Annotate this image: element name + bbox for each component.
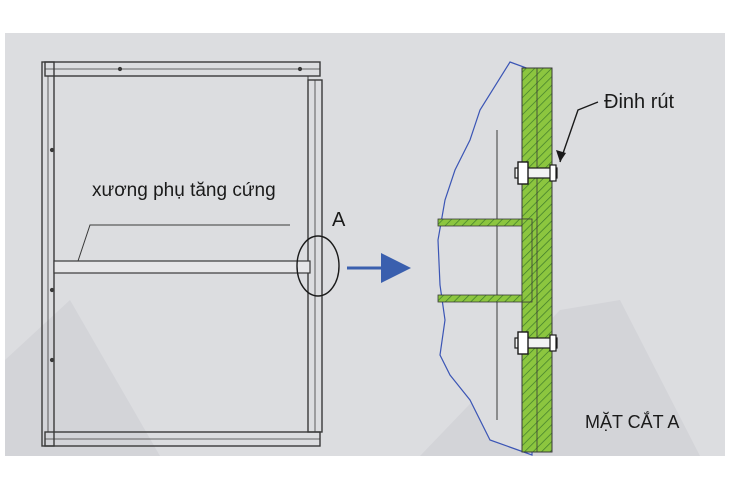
rivet-label: Đinh rút [604, 91, 674, 113]
stiffener-bar [53, 260, 311, 274]
section-break-outline [437, 61, 533, 456]
detail-marker-label: A [332, 209, 346, 231]
stiffener-profile [437, 218, 533, 303]
panel-frame [41, 61, 323, 447]
rivet-bottom [514, 331, 558, 355]
watermark-shape [5, 300, 160, 456]
stiffener-label: xương phụ tăng cứng [92, 180, 276, 201]
rivet-leader-arrowhead [556, 150, 566, 162]
section-title: MẶT CẮT A [585, 411, 679, 432]
rivet-leader-line [559, 101, 599, 163]
stiffener-leader-line [77, 224, 290, 262]
rivet-top [514, 161, 558, 185]
detail-circle-a [296, 235, 340, 297]
